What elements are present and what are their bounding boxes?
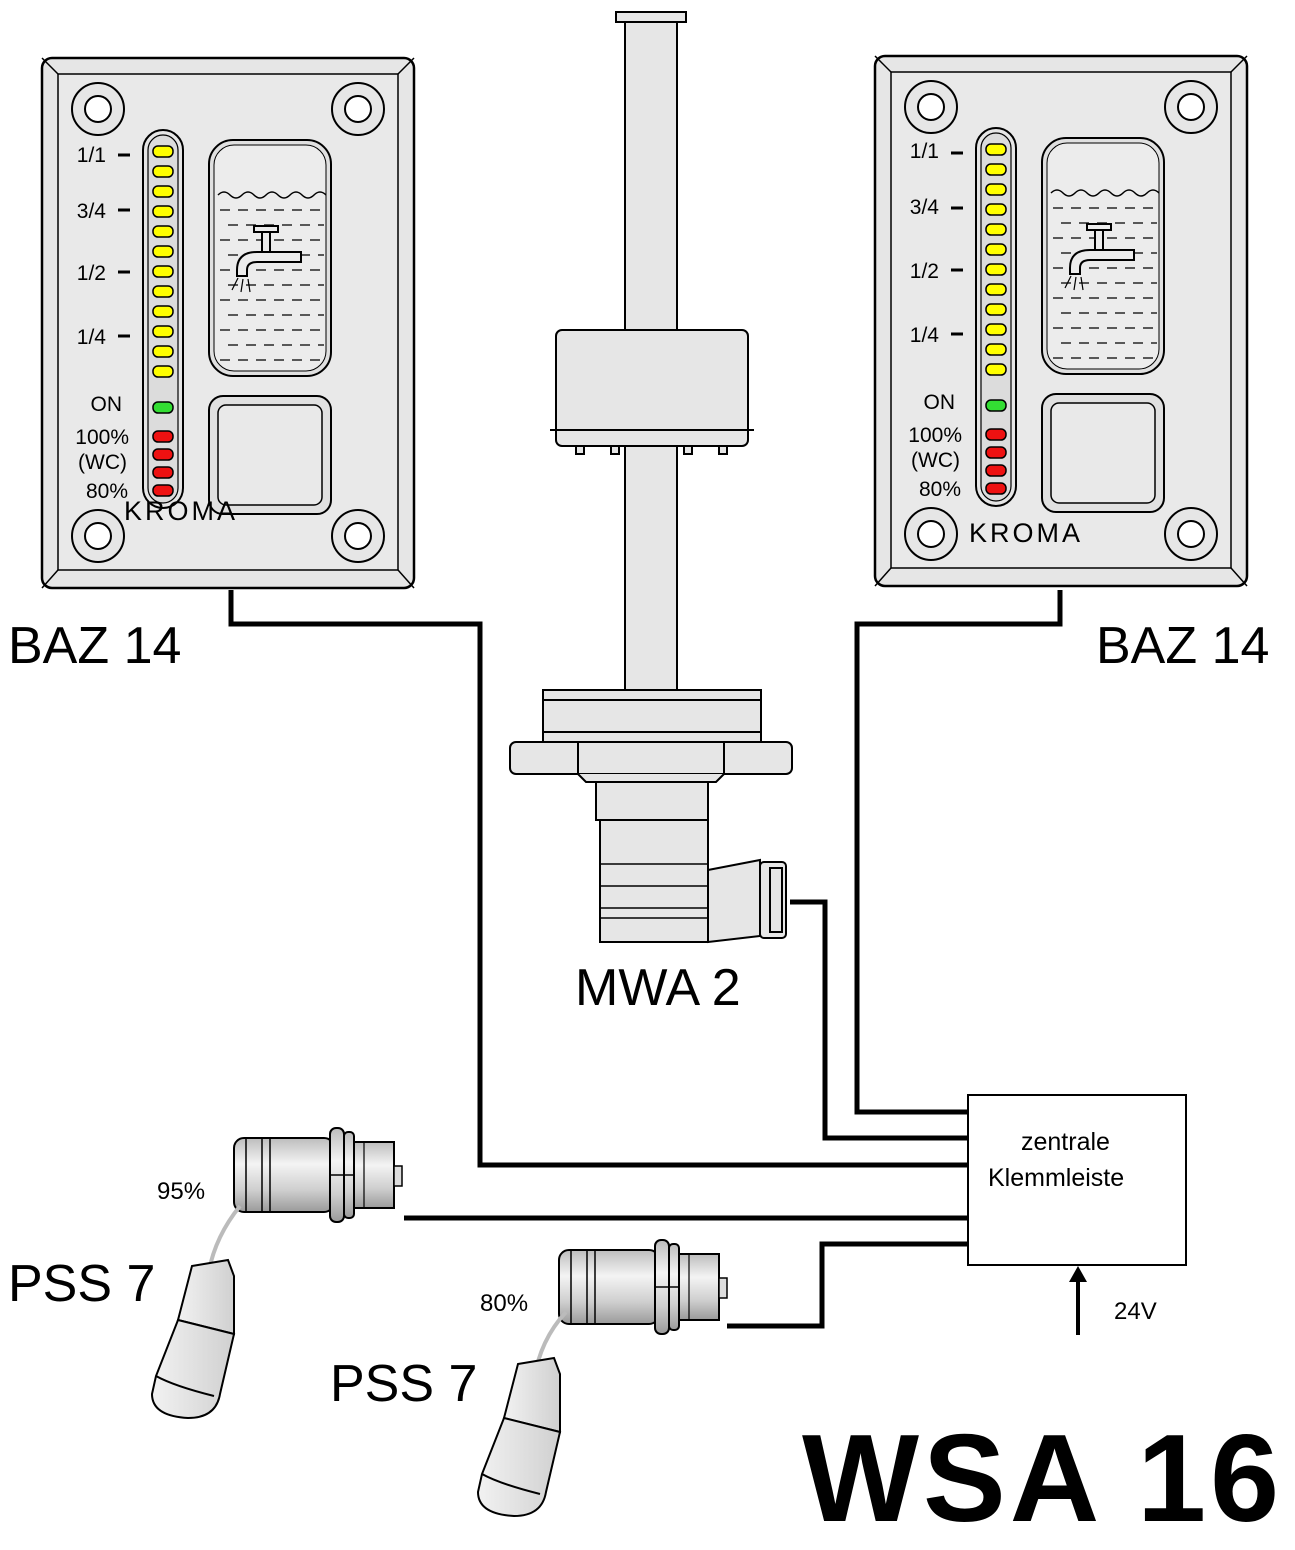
panel-brand: KROMA [124,496,238,526]
label-panel-right: BAZ 14 [1096,617,1270,675]
scale-label: 100% [908,424,962,447]
level-sender [509,11,793,944]
supply-arrow [1069,1266,1087,1335]
scale-label: 80% [919,478,961,501]
system-title: WSA 16 [802,1410,1284,1548]
label-panel-left: BAZ 14 [8,617,182,675]
wire-pss-80 [727,1241,968,1329]
scale-label: 3/4 [910,196,940,219]
scale-label: 1/2 [77,262,106,285]
scale-label: 80% [86,480,128,503]
panel-brand: KROMA [969,518,1083,548]
label-switch-95: PSS 7 [8,1255,156,1313]
label-switch-level-95: 95% [157,1178,206,1205]
scale-label: ON [924,391,956,414]
label-terminal-line2: Klemmleiste [988,1164,1125,1192]
scale-label: 1/4 [77,326,107,349]
wire-right-panel [854,590,1063,1115]
scale-label: (WC) [911,449,960,472]
label-switch-80: PSS 7 [330,1355,478,1413]
display-panel-left: KROMA 1/1 3/4 1/2 1/4 ON 100% (WC) 80% [40,56,416,590]
label-sender: MWA 2 [575,959,741,1017]
scale-label: 1/2 [910,260,939,283]
scale-label: (WC) [78,451,127,474]
label-terminal-line1: zentrale [1021,1128,1110,1156]
scale-label: 1/1 [910,140,939,163]
terminal-box [967,1094,1187,1266]
scale-label: 100% [75,426,129,449]
label-switch-level-80: 80% [480,1290,529,1317]
wiring [228,590,1063,1329]
float-switch-95 [151,1127,403,1419]
scale-label: 1/1 [77,144,106,167]
scale-label: 3/4 [77,200,107,223]
wire-sender [790,899,968,1141]
label-supply-voltage: 24V [1114,1298,1157,1325]
scale-label: ON [91,393,123,416]
float-switch-80 [477,1239,728,1517]
scale-label: 1/4 [910,324,940,347]
wire-left-panel [228,590,968,1168]
display-panel-right: KROMA 1/1 3/4 1/2 1/4 ON 100% (WC) 80% [873,54,1249,588]
